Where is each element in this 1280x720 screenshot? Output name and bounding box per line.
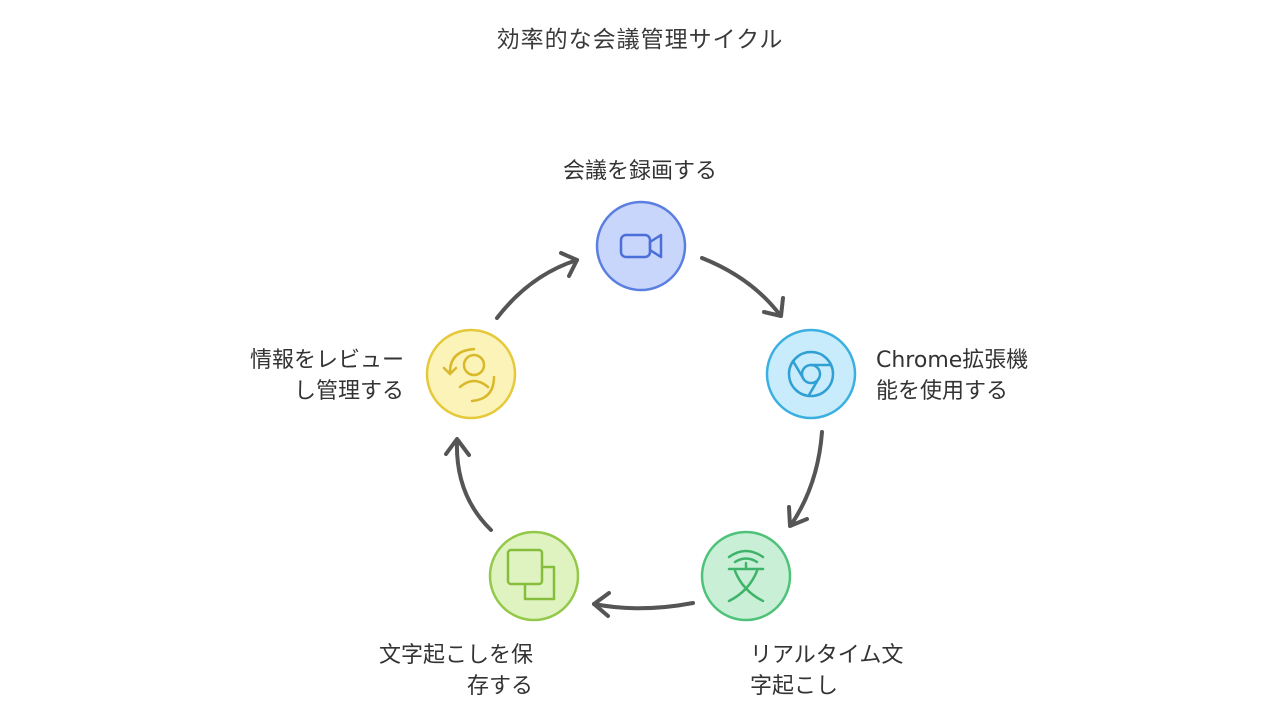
arrow-save-to-review <box>444 437 493 532</box>
arrow-chrome-to-transcribe <box>787 430 824 528</box>
label-chrome-extension: Chrome拡張機 能を使用する <box>876 348 1029 404</box>
text-character-icon <box>727 549 765 603</box>
node-record-meeting <box>594 199 688 293</box>
video-camera-icon <box>619 233 663 259</box>
arrow-review-to-record <box>495 251 579 320</box>
arrow-transcribe-to-save <box>592 591 695 618</box>
chrome-icon <box>787 350 835 398</box>
node-review-manage <box>424 327 518 421</box>
copy-documents-icon <box>506 548 556 601</box>
label-review-manage: 情報をレビュー し管理する <box>249 348 404 404</box>
label-record-meeting: 会議を録画する <box>562 159 717 184</box>
node-save-transcript <box>487 529 581 623</box>
node-chrome-extension <box>764 327 858 421</box>
label-save-transcript: 文字起こしを保 存する <box>378 643 533 699</box>
node-realtime-transcription <box>699 529 793 623</box>
arrow-record-to-chrome <box>700 256 785 318</box>
label-realtime-transcription: リアルタイム文 字起こし <box>750 643 904 699</box>
user-refresh-icon <box>442 347 496 403</box>
diagram-title: 効率的な会議管理サイクル <box>496 27 784 53</box>
